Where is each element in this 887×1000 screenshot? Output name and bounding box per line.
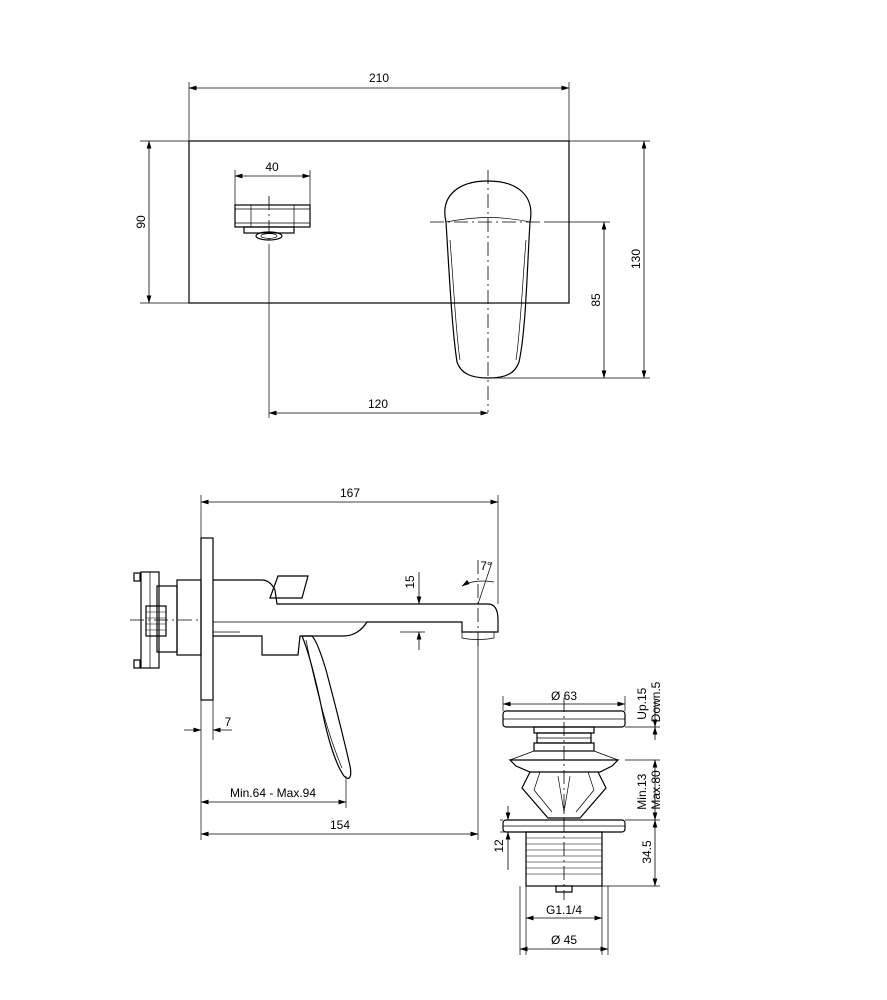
side-view: 167 15 7° 7 Min.64 - Max.94 154 (130, 486, 499, 840)
wall-body (130, 571, 202, 669)
dim-flange-label: 12 (492, 839, 506, 853)
range-max: Max.80 (649, 770, 663, 810)
spout-outlet (234, 204, 311, 241)
dim-thread-label: G1.1/4 (546, 903, 582, 917)
dim-spout-thickness-label: 15 (403, 575, 417, 589)
dim-outlet-label: 40 (265, 160, 279, 174)
side-lever (301, 635, 352, 779)
dim-wall-range-label: Min.64 - Max.94 (230, 786, 316, 800)
range-min: Min.13 (635, 773, 649, 809)
dim-lever-label: 85 (589, 293, 603, 307)
dim-total-height-label: 130 (629, 249, 643, 269)
travel-up: Up.15 (635, 687, 649, 719)
spout (213, 560, 499, 656)
dim-depth-label: 167 (340, 486, 360, 500)
dim-cap-diameter-label: Ø 63 (551, 689, 577, 703)
front-view: 210 90 40 130 85 120 (134, 71, 650, 418)
dim-height-label: 90 (134, 215, 148, 229)
waste-valve: Ø 63 Up.15 Down.5 Min.13 Max.80 34.5 12 (492, 681, 663, 955)
dim-body-diameter-label: Ø 45 (551, 933, 577, 947)
travel-down: Down.5 (649, 681, 663, 722)
dim-angle-label: 7° (480, 559, 492, 573)
dim-range-label: Min.13 Max.80 (635, 770, 663, 810)
dim-plate-label: 7 (225, 715, 232, 729)
dim-center-label: 120 (368, 397, 388, 411)
dim-travel-label: Up.15 Down.5 (635, 681, 663, 722)
dim-projection-label: 154 (330, 818, 350, 832)
dim-height-label: 34.5 (640, 840, 654, 864)
dim-width-label: 210 (369, 71, 389, 85)
